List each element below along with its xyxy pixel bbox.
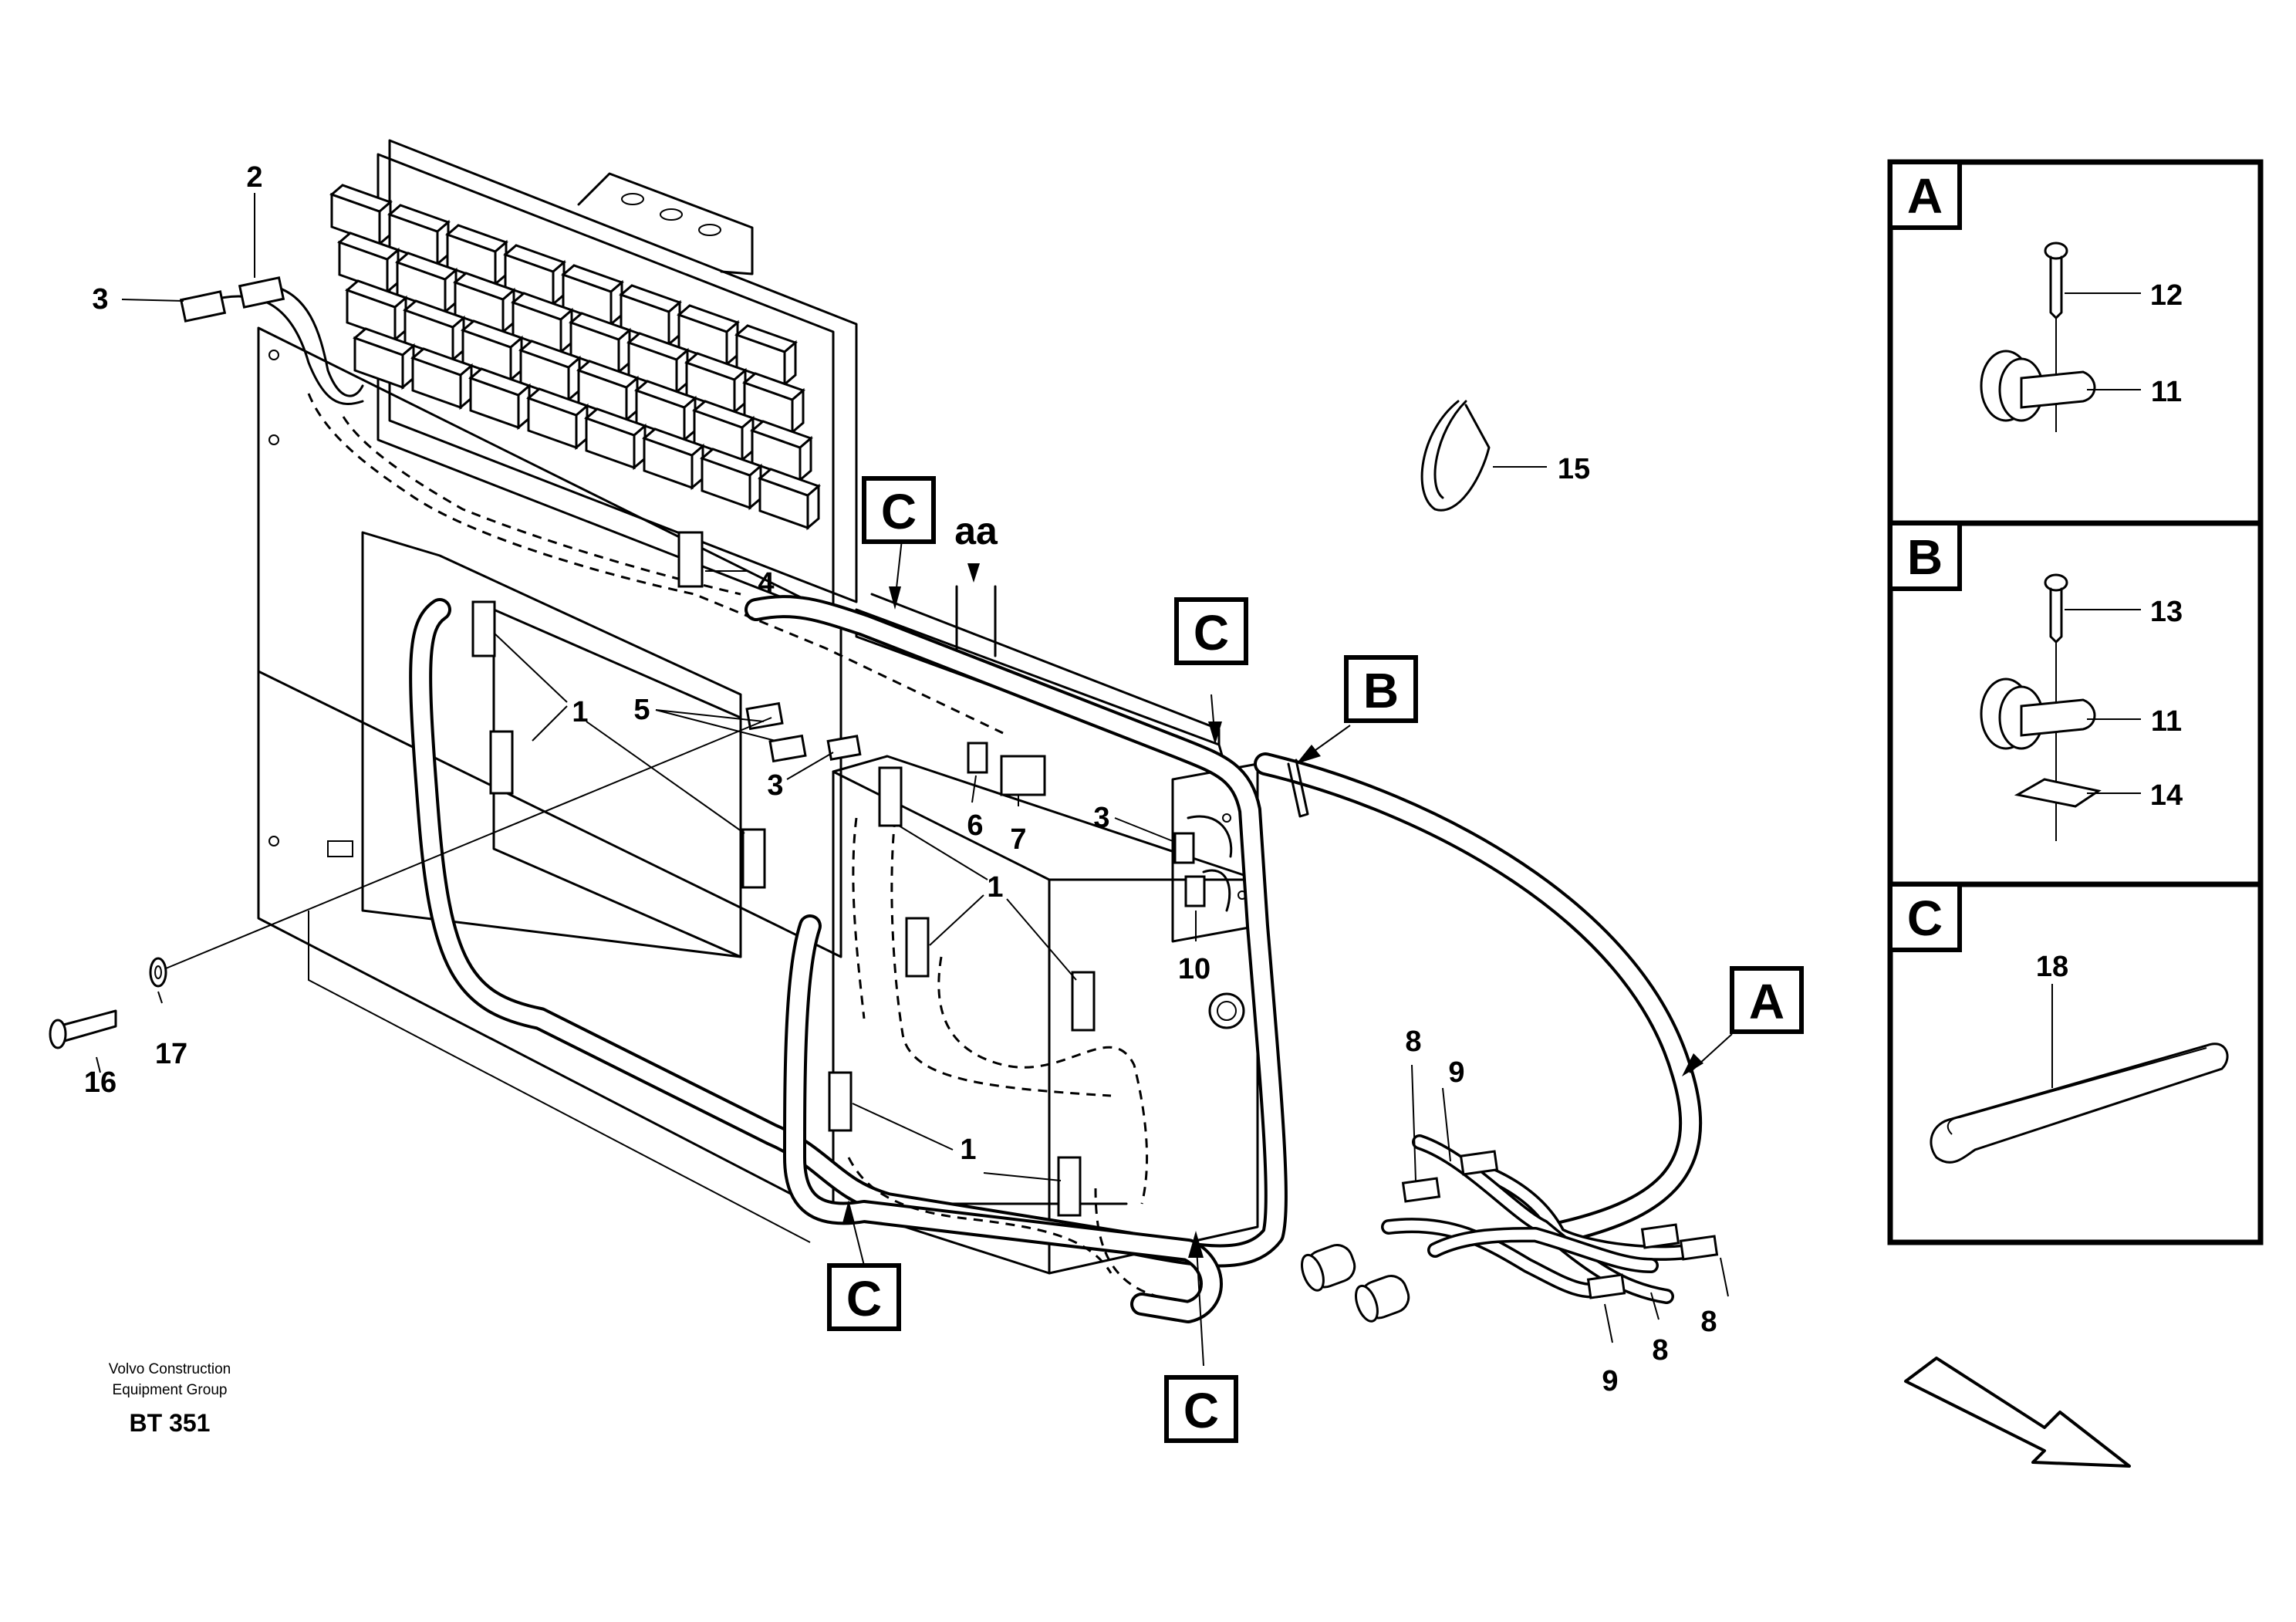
callout-b-label: B (1363, 663, 1399, 718)
panel-c-label: C (1907, 890, 1943, 946)
relay-side (799, 435, 812, 483)
relay-side (806, 483, 820, 531)
sensor-harness-branch (1301, 1134, 1719, 1323)
item-3: 3 (767, 769, 783, 802)
item-4: 4 (758, 567, 774, 600)
item-16: 16 (84, 1066, 116, 1099)
callout-c-top: C (862, 476, 936, 544)
cable-tie (1420, 400, 1491, 512)
item-11: 11 (2151, 376, 2182, 408)
callout-c-label: C (1194, 605, 1229, 661)
item-number-labels: 2 3 4 1 5 3 6 7 3 1 10 1 9 8 15 16 17 8 … (84, 161, 1717, 1397)
item-1: 1 (987, 871, 1003, 904)
item-9: 9 (1448, 1056, 1464, 1089)
detail-panels: A 12 11 B 13 11 (1887, 159, 2264, 1245)
item-18: 18 (2036, 951, 2068, 983)
footer: Volvo Construction Equipment Group BT 35… (109, 1361, 231, 1437)
item-6: 6 (967, 809, 983, 842)
item-15: 15 (1558, 453, 1590, 485)
detail-panel-b: B 13 11 14 (1888, 521, 2183, 841)
item-5: 5 (633, 694, 650, 726)
item-3: 3 (92, 283, 108, 316)
item-9: 9 (1602, 1365, 1618, 1397)
detail-panel-c: C 18 (1888, 882, 2229, 1164)
direction-arrow (1904, 1357, 2131, 1468)
item-8: 8 (1405, 1026, 1421, 1058)
callout-c-mid: C (1174, 597, 1248, 665)
panel-a-label: A (1907, 168, 1943, 224)
detail-panel-a: A 12 11 (1888, 160, 2183, 432)
callout-c-label: C (846, 1271, 882, 1326)
harness-connectors (179, 276, 1233, 1217)
callout-c-bottom: C (1164, 1375, 1238, 1443)
callout-a-label: A (1749, 974, 1784, 1029)
item-3: 3 (1093, 802, 1109, 834)
view-label-aa: aa (954, 509, 998, 552)
electrical-distribution-box-assembly (49, 139, 1719, 1323)
callout-c-bottom-left: C (827, 1263, 901, 1331)
diagram-code: BT 351 (130, 1409, 211, 1437)
callout-c-label: C (881, 484, 917, 539)
item-7: 7 (1010, 823, 1026, 856)
callout-a: A (1730, 966, 1804, 1034)
relay-side (791, 387, 805, 435)
item-8: 8 (1700, 1306, 1717, 1338)
relay-array (329, 184, 821, 531)
item-13: 13 (2150, 596, 2183, 628)
item-11: 11 (2151, 705, 2182, 738)
company-name-line2: Equipment Group (113, 1382, 228, 1398)
callout-c-label: C (1183, 1383, 1219, 1438)
panel-b-label: B (1907, 529, 1943, 585)
bolt-and-washer (49, 717, 772, 1049)
company-name-line1: Volvo Construction (109, 1361, 231, 1377)
item-10: 10 (1178, 953, 1210, 985)
item-1: 1 (572, 696, 588, 728)
item-14: 14 (2150, 779, 2183, 812)
item-8: 8 (1652, 1334, 1668, 1367)
item-1: 1 (960, 1134, 976, 1166)
relay-side (783, 340, 797, 387)
item-17: 17 (155, 1038, 187, 1070)
item-2: 2 (246, 161, 262, 194)
callout-b: B (1344, 655, 1418, 723)
item-12: 12 (2150, 279, 2183, 312)
